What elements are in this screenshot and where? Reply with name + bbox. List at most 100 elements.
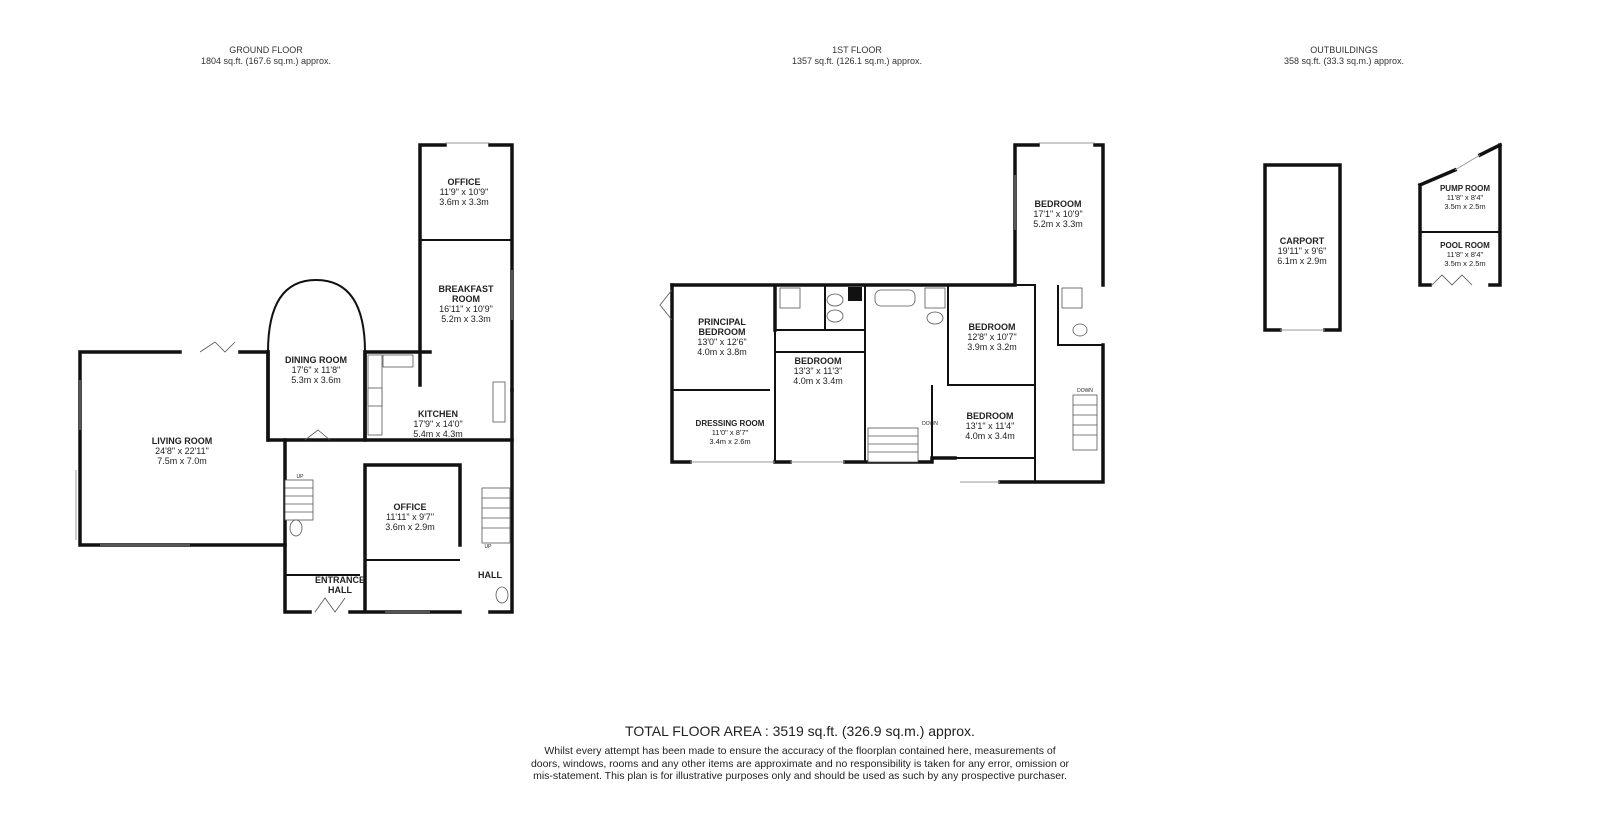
pool-pump-walls (1417, 142, 1503, 287)
pool-name: POOL ROOM (1440, 241, 1490, 250)
dining-bay (267, 278, 366, 353)
bed-right-metric: 3.9m x 3.2m (967, 342, 1017, 352)
wc-icon (1072, 323, 1088, 337)
outbuildings-area: 358 sq.ft. (33.3 sq.m.) approx. (1283, 56, 1405, 66)
first-floor-title: 1ST FLOOR (832, 45, 882, 55)
wc-icon (495, 586, 509, 604)
stairs-down (867, 427, 919, 463)
pool-imperial: 11'8" x 8'4" (1447, 250, 1484, 259)
hall-name: HALL (478, 570, 502, 580)
first-floor-header: 1ST FLOOR 1357 sq.ft. (126.1 sq.m.) appr… (727, 45, 987, 67)
office-low-metric: 3.6m x 2.9m (385, 522, 435, 532)
bed-right-imperial: 12'8" x 10'7" (967, 332, 1016, 342)
living-door (199, 341, 236, 353)
hall-walls (283, 438, 514, 614)
stairs-up (284, 479, 314, 521)
bed-mid-imperial: 13'3" x 11'3" (794, 366, 843, 376)
kitchen-sink (382, 354, 414, 368)
bed-mid-metric: 4.0m x 3.4m (793, 376, 843, 386)
stairs-up-label-right: UP (485, 544, 493, 550)
basin-icon (926, 311, 944, 325)
wc-icon (289, 519, 303, 537)
dressing-imperial: 11'0" x 8'7" (712, 428, 749, 437)
ground-floor-area: 1804 sq.ft. (167.6 sq.m.) approx. (200, 56, 332, 66)
carport-walls (1263, 163, 1342, 332)
bed-tall-imperial: 17'1" x 10'9" (1033, 209, 1082, 219)
kitchen-imperial: 17'9" x 14'0" (413, 419, 462, 429)
kitchen-counter-right (492, 381, 506, 423)
principal-metric: 4.0m x 3.8m (697, 347, 747, 357)
dining-door (304, 429, 331, 441)
office-low-imperial: 11'11" x 9'7" (386, 512, 434, 522)
pump-imperial: 11'8" x 8'4" (1447, 193, 1484, 202)
shower-icon (1061, 287, 1083, 309)
office-top-walls (418, 143, 514, 392)
office-low-name: OFFICE (394, 502, 427, 512)
stairs-down-label: DOWN (922, 421, 938, 427)
first-floor-area: 1357 sq.ft. (126.1 sq.m.) approx. (791, 56, 923, 66)
dining-imperial: 17'6" x 11'8" (292, 365, 341, 375)
carport-name: CARPORT (1280, 236, 1325, 246)
principal-imperial: 13'0" x 12'6" (697, 337, 746, 347)
bed-low-name: BEDROOM (967, 411, 1014, 421)
pump-window (1454, 154, 1481, 171)
principal-name-1: PRINCIPAL (698, 317, 746, 327)
hall-inner-walls (285, 559, 460, 576)
outbuildings-header: OUTBUILDINGS 358 sq.ft. (33.3 sq.m.) app… (1214, 45, 1474, 67)
chimney (848, 287, 862, 301)
living-name: LIVING ROOM (152, 436, 213, 446)
pump-name: PUMP ROOM (1440, 184, 1490, 193)
breakfast-name-1: BREAKFAST (438, 284, 494, 294)
bed-mid-name: BEDROOM (795, 356, 842, 366)
living-imperial: 24'8" x 22'11" (155, 446, 209, 456)
office-top-name: OFFICE (448, 177, 481, 187)
pump-metric: 3.5m x 2.5m (1444, 202, 1485, 211)
bed-tall-name: BEDROOM (1035, 199, 1082, 209)
entrance-name-1: ENTRANCE (315, 575, 365, 585)
outbuildings-title: OUTBUILDINGS (1310, 45, 1378, 55)
outbuildings-plan: CARPORT 19'11" x 9'6" 6.1m x 2.9m PUMP R… (1263, 142, 1503, 332)
office-top-metric: 3.6m x 3.3m (439, 197, 489, 207)
principal-name-2: BEDROOM (699, 327, 746, 337)
office-top-imperial: 11'9" x 10'9" (440, 187, 489, 197)
shower-icon (779, 287, 801, 309)
disclaimer-text: Whilst every attempt has been made to en… (530, 745, 1070, 782)
bed-tall-metric: 5.2m x 3.3m (1033, 219, 1083, 229)
ground-floor-header: GROUND FLOOR 1804 sq.ft. (167.6 sq.m.) a… (136, 45, 396, 67)
basin-icon (826, 293, 844, 307)
bed-low-imperial: 13'1" x 11'4" (966, 421, 1015, 431)
ground-floor-plan: OFFICE 11'9" x 10'9" 3.6m x 3.3m BREAKFA… (75, 142, 514, 614)
bed-low-metric: 4.0m x 3.4m (965, 431, 1015, 441)
dressing-name: DRESSING ROOM (696, 419, 765, 428)
kitchen-metric: 5.4m x 4.3m (413, 429, 463, 439)
kitchen-name: KITCHEN (418, 409, 458, 419)
shower-icon (924, 287, 946, 309)
pool-metric: 3.5m x 2.5m (1444, 259, 1485, 268)
kitchen-walls (363, 350, 514, 442)
carport-metric: 6.1m x 2.9m (1277, 256, 1327, 266)
stairs-up-right (481, 487, 511, 544)
living-metric: 7.5m x 7.0m (157, 456, 207, 466)
entrance-name-2: HALL (328, 585, 352, 595)
dressing-metric: 3.4m x 2.6m (709, 437, 750, 446)
dining-name: DINING ROOM (285, 355, 347, 365)
stairs-down-label-right: DOWN (1077, 388, 1093, 394)
principal-door (659, 289, 673, 321)
entrance-door (314, 597, 346, 613)
ground-floor-title: GROUND FLOOR (229, 45, 303, 55)
breakfast-imperial: 16'11" x 10'9" (439, 304, 493, 314)
carport-imperial: 19'11" x 9'6" (1278, 246, 1327, 256)
stairs-down-right (1072, 394, 1098, 451)
bath-icon (874, 289, 916, 307)
first-floor-outer-walls (670, 283, 1105, 484)
breakfast-name-2: ROOM (452, 294, 480, 304)
bathroom-walls (775, 284, 1036, 459)
basin-icon (826, 309, 844, 323)
stairs-up-label: UP (297, 474, 305, 480)
dining-metric: 5.3m x 3.6m (291, 375, 341, 385)
pool-doors (1431, 274, 1473, 286)
bed-right-name: BEDROOM (969, 322, 1016, 332)
first-floor-plan: PRINCIPAL BEDROOM 13'0" x 12'6" 4.0m x 3… (659, 142, 1105, 484)
right-column-walls (1034, 285, 1103, 482)
